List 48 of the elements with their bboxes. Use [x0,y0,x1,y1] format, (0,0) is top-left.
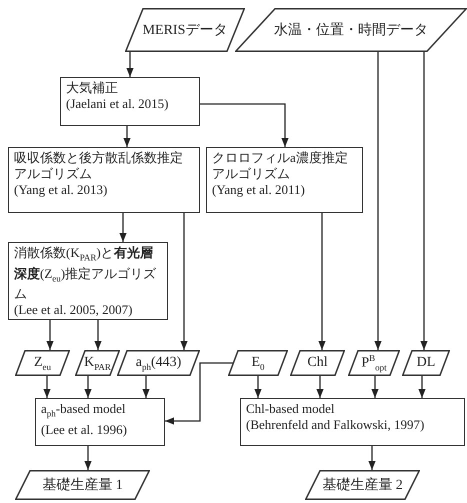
arrow [180,213,188,350]
arrow [165,362,233,425]
process-box [8,147,200,213]
arrow [123,126,131,147]
node-label: クロロフィルa濃度推定アルゴリズム [212,150,349,182]
arrow [142,376,150,398]
arrow [84,376,92,398]
process-box [60,77,200,126]
node-label: E$_{0}$ [251,354,265,372]
node-label: K$_{PAR}$ [84,354,111,372]
arrow [126,52,134,77]
arrow [316,376,324,398]
node-label: 大気補正 [66,80,119,96]
citation-text: (Lee et al. 2005, 2007) [14,302,134,318]
arrow [420,52,428,350]
process-box [240,398,465,446]
node-label: DL [416,355,436,371]
arrow [84,446,92,470]
node-label: Z$_{eu}$ [34,354,52,372]
arrow [46,320,54,350]
citation-text: (Lee et al. 1996) [41,422,128,438]
arrow [119,213,127,242]
node-label: a$_{ph}$-based model [41,401,126,421]
process-box [8,242,168,320]
process-box [35,398,165,446]
arrow [374,52,382,350]
process-box [206,147,363,213]
node-label: 吸収係数と後方散乱係数推定アルゴリズム [14,150,184,182]
citation-text: (Behrenfeld and Falkowski, 1997) [246,417,426,433]
node-label: MERISデータ [142,22,228,39]
node-label: 基礎生産量 2 [322,476,403,494]
arrow [43,376,51,398]
arrow [254,376,262,398]
citation-text: (Yang et al. 2011) [212,182,306,198]
arrow [371,376,379,398]
node-label: 基礎生産量 1 [42,476,123,494]
arrow [368,446,376,470]
citation-text: (Jaelani et al. 2015) [66,96,170,112]
arrow [200,103,289,147]
citation-text: (Yang et al. 2013) [14,182,108,198]
node-label: Chl-based model [246,401,336,417]
node-label: 消散係数(K$_{PAR}$)と有光層深度(Z$_{eu}$)推定アルゴリズム [14,245,158,302]
node-label: 水温・位置・時間データ [274,22,428,39]
arrow [318,213,326,350]
arrow [418,376,426,398]
arrow [94,320,102,350]
node-label: Chl [307,355,328,371]
node-label: a$_{ph}$(443) [136,354,182,372]
